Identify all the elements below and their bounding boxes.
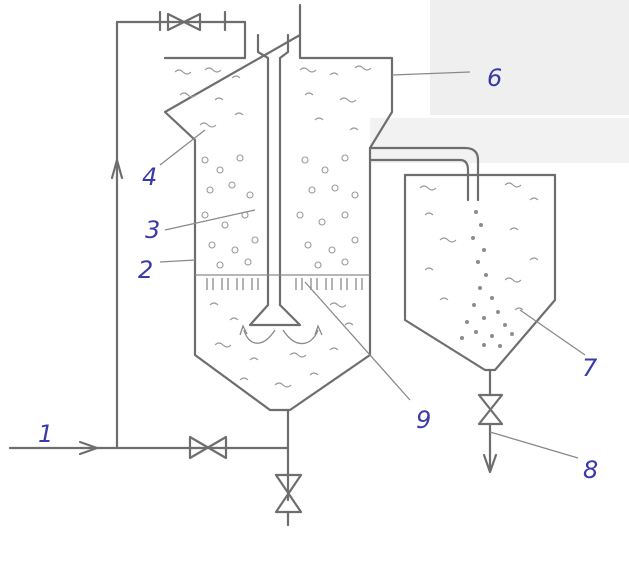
- settler-tank: [403, 173, 557, 474]
- settler-valve-icon: [477, 393, 504, 426]
- liquid-texture-settler: [419, 182, 539, 311]
- particle-bed: [201, 154, 359, 269]
- label-3: 3: [145, 216, 160, 244]
- liquid-texture-main: [174, 65, 372, 388]
- label-4: 4: [142, 163, 157, 191]
- up-arrow-icon: [110, 158, 124, 180]
- scan-shadow-top: [430, 0, 629, 115]
- top-pipe: [115, 3, 302, 37]
- flow-arrow-left: [243, 329, 276, 344]
- distributor-icon: [248, 303, 302, 327]
- main-vessel: [163, 33, 394, 527]
- label-7: 7: [582, 354, 598, 382]
- settling-particles: [460, 210, 514, 348]
- label-6: 6: [487, 64, 502, 92]
- label-8: 8: [583, 456, 598, 484]
- inlet-arrow-icon: [78, 440, 99, 456]
- label-2: 2: [138, 256, 153, 284]
- overflow-pipe: [368, 146, 480, 202]
- scan-shadow-mid: [370, 118, 629, 163]
- grid-plate: [195, 274, 370, 290]
- inlet-valve-icon: [188, 435, 228, 460]
- label-1: 1: [38, 420, 53, 448]
- leader-lines: [159, 71, 586, 459]
- bottom-valve-icon: [274, 473, 303, 514]
- recycle-line: [110, 20, 124, 450]
- label-9: 9: [416, 406, 431, 434]
- top-valve-icon: [166, 12, 202, 32]
- down-arrow-icon: [482, 453, 498, 474]
- inlet-line: [8, 435, 290, 460]
